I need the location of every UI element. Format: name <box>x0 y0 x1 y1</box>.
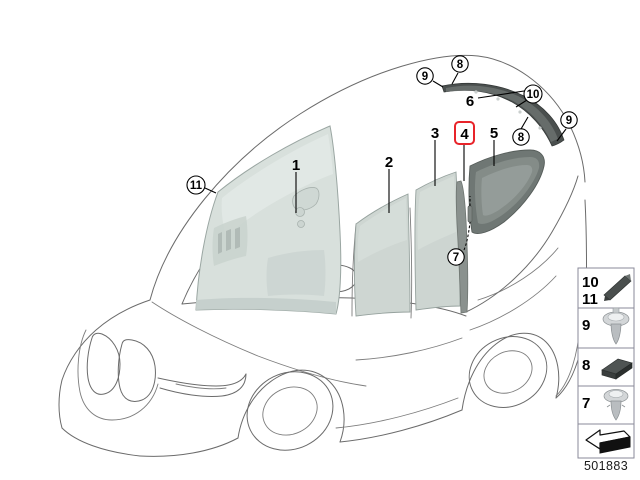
svg-text:11: 11 <box>582 291 598 308</box>
callout-3: 3 <box>431 125 439 142</box>
callout-8-circled-roof: 8 <box>451 55 469 73</box>
pillar-clip-part-7 <box>467 205 473 223</box>
part-number-label: 501883 <box>584 459 628 473</box>
direction-arrow-icon <box>585 429 631 454</box>
push-pin-clip-icon <box>603 389 629 421</box>
callout-4: 4 <box>460 126 469 143</box>
callout-9-circled-rear: 9 <box>560 111 578 129</box>
callout-10-circled: 10 <box>523 84 543 104</box>
glass-panels-group <box>195 82 565 317</box>
svg-text:10: 10 <box>527 89 540 101</box>
rear-door-window-part-3 <box>414 171 461 311</box>
pillar-trim-part-4 <box>455 180 469 314</box>
legend-row-10-11: 10 11 <box>582 274 632 308</box>
svg-text:9: 9 <box>422 71 428 83</box>
legend-row-9: 9 <box>582 307 630 345</box>
callout-5: 5 <box>490 125 498 142</box>
svg-text:11: 11 <box>190 180 203 192</box>
angled-strip-clip-icon <box>603 274 632 301</box>
callout-11-circled: 11 <box>186 175 206 195</box>
svg-text:7: 7 <box>453 252 459 264</box>
svg-text:10: 10 <box>582 274 599 291</box>
legend-row-arrow <box>585 429 631 454</box>
legend-row-7: 7 <box>582 389 629 421</box>
rear-quarter-window-part-5 <box>468 149 545 234</box>
svg-text:7: 7 <box>582 395 590 412</box>
windshield-glass-part-1 <box>195 125 342 315</box>
roof-trim-strip-part-6 <box>441 82 565 147</box>
callout-6: 6 <box>466 93 474 110</box>
svg-text:9: 9 <box>582 317 590 334</box>
svg-text:8: 8 <box>518 132 525 144</box>
svg-text:9: 9 <box>566 115 572 127</box>
callout-2: 2 <box>385 154 393 171</box>
svg-text:8: 8 <box>457 59 464 71</box>
front-door-window-part-2 <box>354 193 411 317</box>
callout-7-circled: 7 <box>447 248 465 266</box>
callout-markers: 1 2 3 4 5 6 7 8 <box>186 55 578 266</box>
legend-row-8: 8 <box>582 357 633 380</box>
callout-1: 1 <box>292 157 300 174</box>
callout-9-circled-front: 9 <box>416 67 434 85</box>
svg-text:8: 8 <box>582 357 590 374</box>
rectangular-pad-icon <box>601 358 633 380</box>
callout-4-highlighted: 4 <box>454 121 475 145</box>
callout-leaders <box>204 72 567 251</box>
push-pin-rivet-icon <box>602 307 630 345</box>
legend-panel: 10 11 9 8 <box>577 267 635 473</box>
callout-8-circled-rear: 8 <box>512 128 530 146</box>
